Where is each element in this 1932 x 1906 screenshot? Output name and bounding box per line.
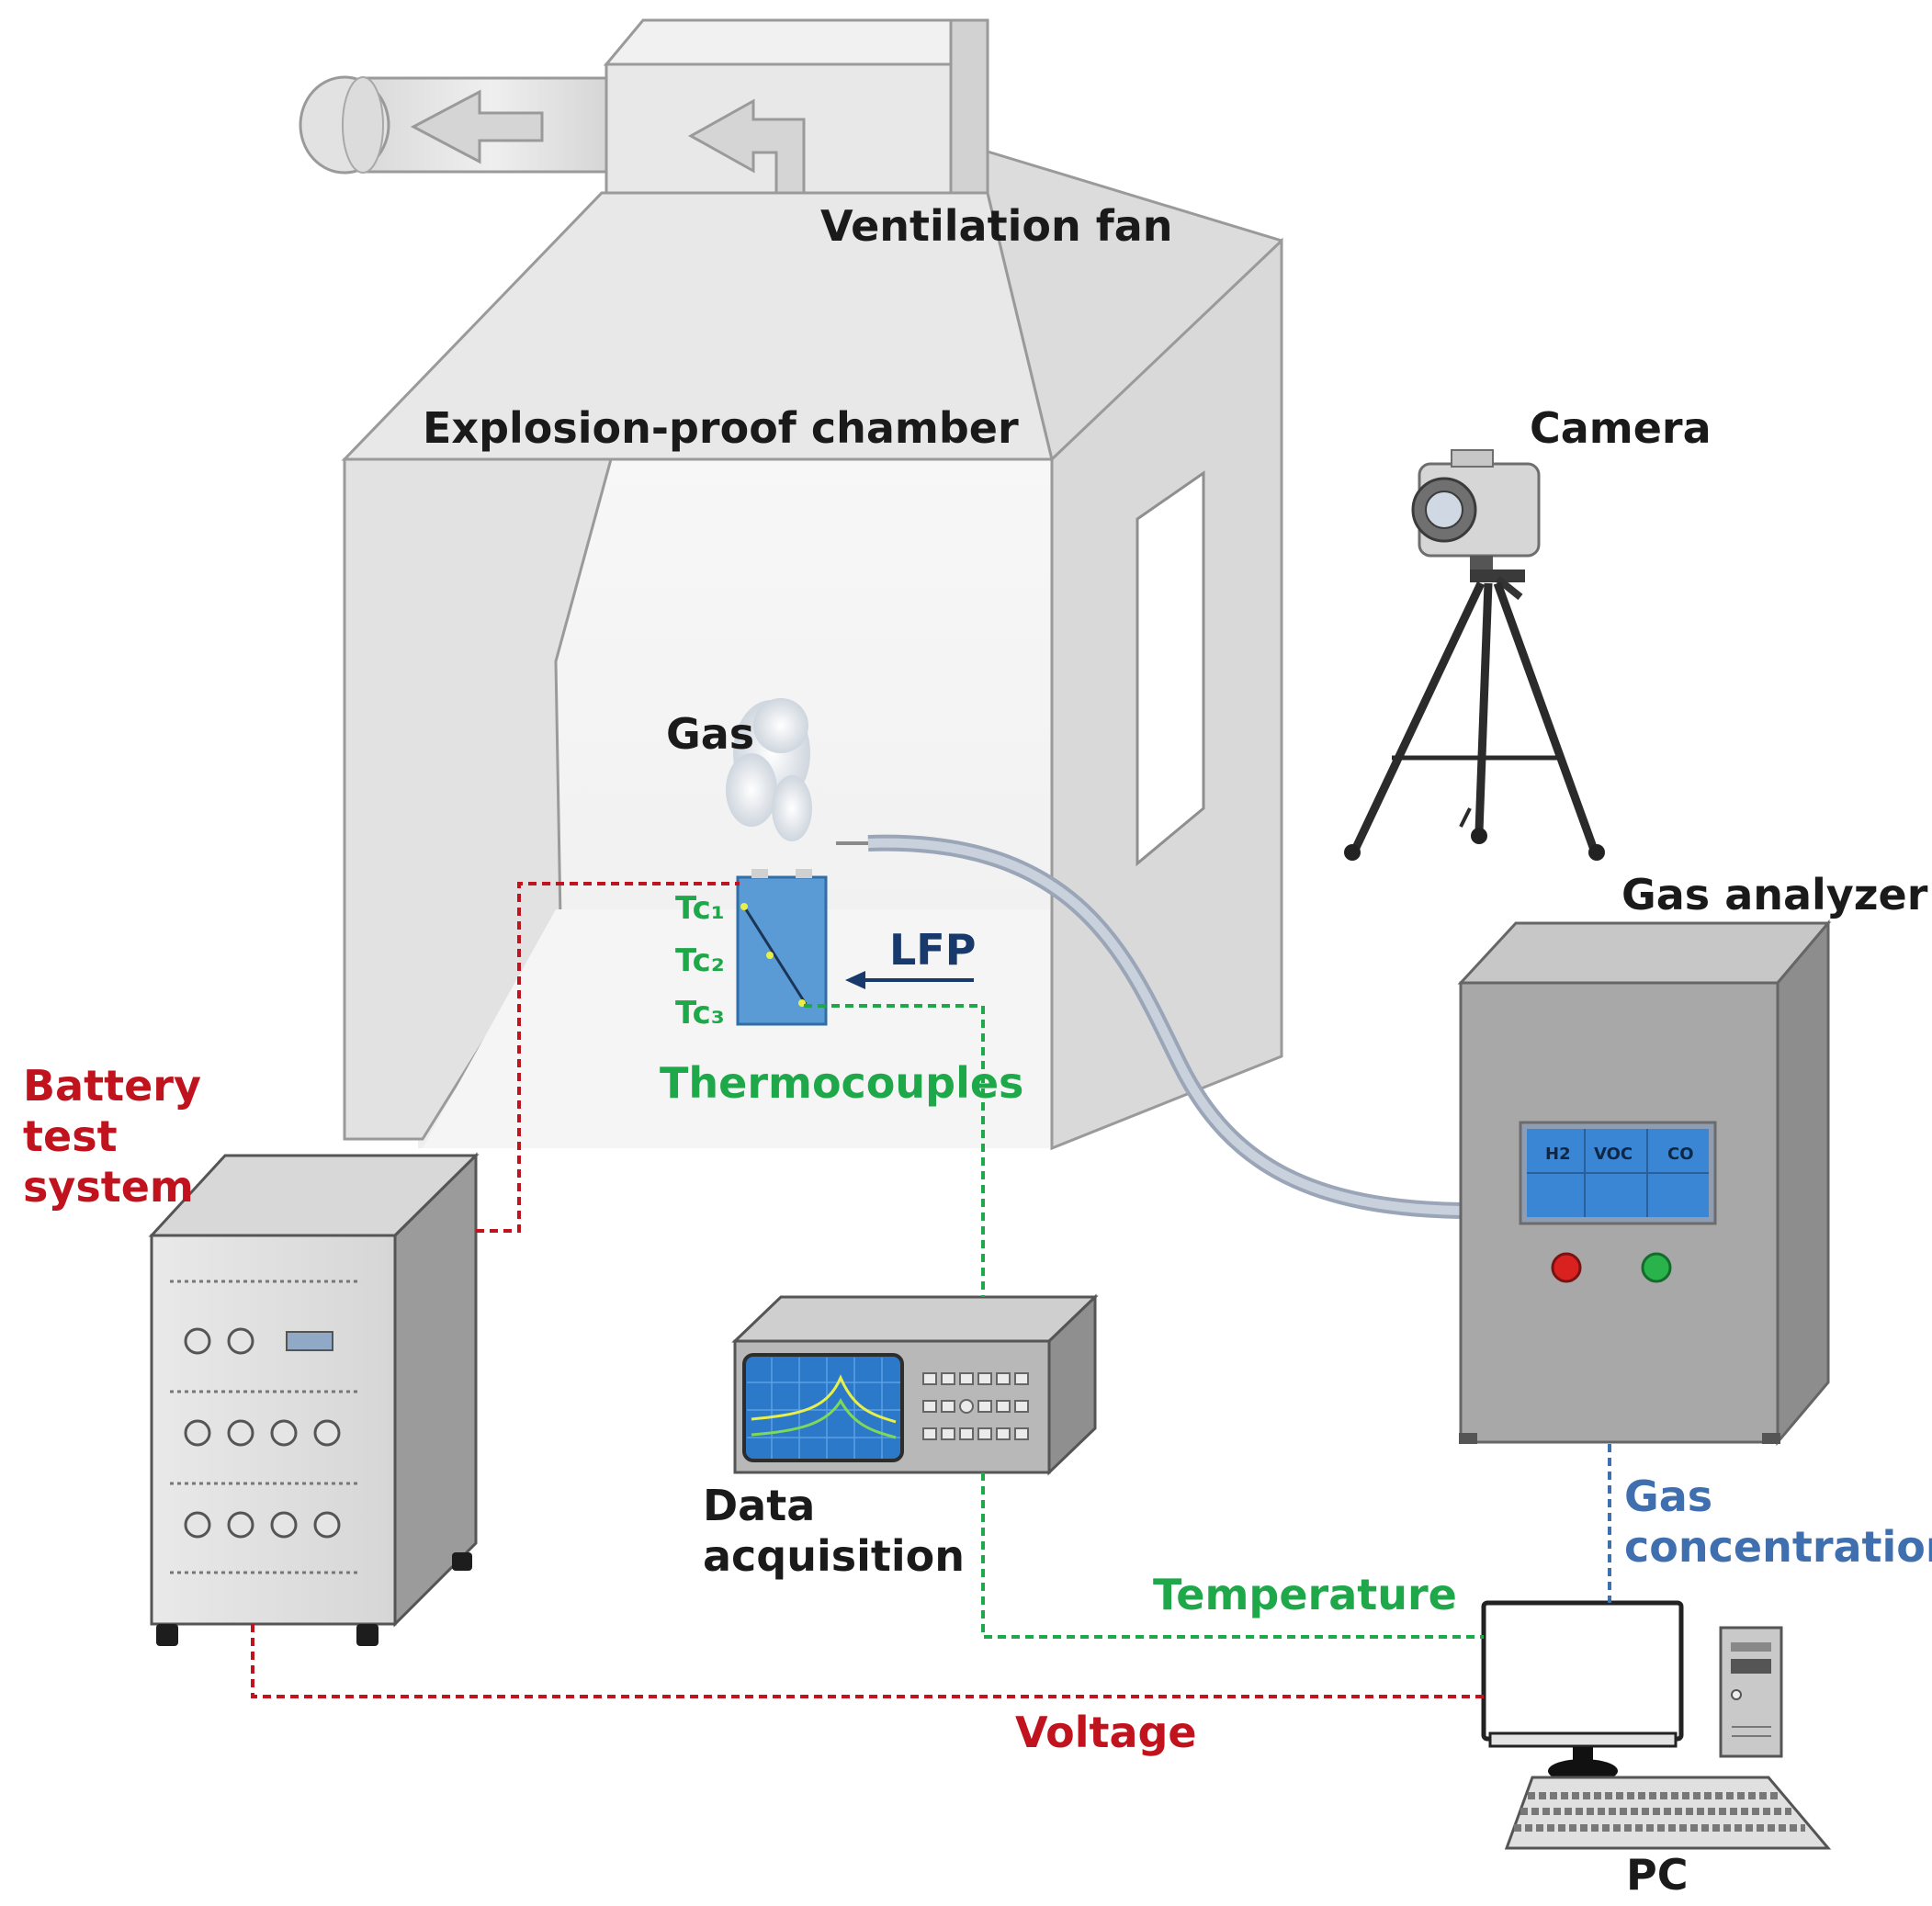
gas-label: Gas xyxy=(666,709,754,759)
pc-monitor xyxy=(1481,1600,1684,1742)
data-acquisition-label-2: acquisition xyxy=(703,1531,965,1581)
gas-smoke-icon xyxy=(726,698,812,841)
tripod xyxy=(1344,570,1605,861)
keyboard[interactable] xyxy=(1504,1776,1832,1850)
battery-test-label-1: Battery xyxy=(23,1061,201,1111)
daq-buttons xyxy=(922,1372,1029,1440)
gas-sampling-tube xyxy=(836,834,1462,1219)
lfp-battery xyxy=(736,869,828,1026)
gas-analyzer-label: Gas analyzer xyxy=(1621,870,1928,919)
data-acquisition-label-1: Data xyxy=(703,1481,815,1530)
temperature-line xyxy=(804,1004,1484,1639)
lfp-arrow-icon xyxy=(845,971,974,989)
battery-test-label-2: test xyxy=(23,1111,118,1161)
thermocouple-point-2 xyxy=(766,952,774,959)
thermocouples-label: Thermocouples xyxy=(660,1058,1023,1108)
cabinet-knobs xyxy=(184,1327,341,1539)
voltage-line xyxy=(251,882,1484,1698)
exhaust-arrow-icon xyxy=(410,89,544,164)
battery-test-label-3: system xyxy=(23,1162,194,1212)
analyzer-voc-label: VOC xyxy=(1594,1145,1633,1164)
gas-concentration-label-2: concentration xyxy=(1624,1522,1932,1572)
tc2-label: Tc₂ xyxy=(675,942,725,979)
airflow-arrow-icon xyxy=(687,98,806,252)
explosion-proof-chamber xyxy=(341,149,1283,1151)
pc-tower xyxy=(1719,1626,1783,1758)
analyzer-red-button[interactable] xyxy=(1551,1252,1582,1283)
camera-label: Camera xyxy=(1530,403,1712,453)
gas-analyzer xyxy=(1457,919,1832,1447)
daq-screen xyxy=(742,1353,904,1462)
camera xyxy=(1411,449,1541,572)
pc-label: PC xyxy=(1626,1850,1688,1900)
chamber-label: Explosion-proof chamber xyxy=(423,403,1019,453)
ventilation-fan-label: Ventilation fan xyxy=(820,201,1173,251)
gas-concentration-label-1: Gas xyxy=(1624,1472,1712,1521)
analyzer-green-button[interactable] xyxy=(1641,1252,1672,1283)
cabinet-vents xyxy=(170,1280,358,1574)
analyzer-h2-label: H2 xyxy=(1545,1145,1571,1164)
tc3-label: Tc₃ xyxy=(675,995,725,1032)
thermocouple-point-1 xyxy=(740,903,748,910)
analyzer-co-label: CO xyxy=(1667,1145,1694,1164)
tc1-label: Tc₁ xyxy=(675,890,725,927)
battery-test-system xyxy=(148,1152,480,1646)
temperature-label: Temperature xyxy=(1153,1570,1457,1619)
pc xyxy=(1481,1600,1832,1850)
voltage-label: Voltage xyxy=(1015,1708,1197,1757)
data-acquisition-unit xyxy=(731,1293,1099,1476)
lfp-label: LFP xyxy=(889,925,976,975)
